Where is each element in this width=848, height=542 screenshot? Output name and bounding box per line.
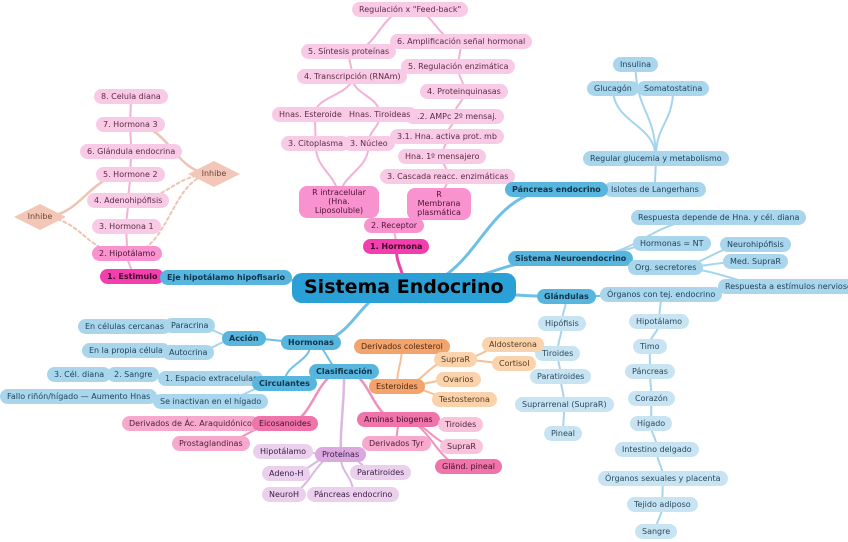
node-receptor[interactable]: 2. Receptor	[364, 218, 425, 233]
node-ovarios[interactable]: Ovarios	[436, 372, 481, 387]
node-esteroides[interactable]: Esteroides	[369, 379, 425, 394]
node-islotes-langerhans[interactable]: Islotes de Langerhans	[604, 182, 706, 197]
node-neuro-h[interactable]: NeuroH	[262, 487, 306, 502]
node-suprar-amina[interactable]: SupraR	[440, 439, 483, 454]
node-amplificacion[interactable]: 6. Amplificación señal hormonal	[390, 34, 533, 49]
node-tiroides-amina[interactable]: Tiroides	[438, 417, 484, 432]
node-paratiroides[interactable]: Paratiroides	[530, 369, 592, 384]
node-aldosterona[interactable]: Aldosterona	[482, 337, 544, 352]
node-hna-activa-prot[interactable]: 3.1. Hna. activa prot. mb	[390, 129, 504, 144]
node-feedback[interactable]: Regulación x "Feed-back"	[352, 2, 469, 17]
node-suprarrenal[interactable]: Suprarrenal (SupraR)	[515, 397, 614, 412]
node-hnas-esteroideas[interactable]: Hnas. Esteroideas	[272, 107, 358, 122]
node-pancreas-endocrino-prot[interactable]: Páncreas endocrino	[307, 487, 400, 502]
node-derivados-araquidonico[interactable]: Derivados de Ác. Araquidónico	[122, 416, 259, 431]
node-cascada[interactable]: 3. Cascada reacc. enzimáticas	[380, 169, 516, 184]
node-accion[interactable]: Acción	[222, 331, 266, 346]
node-r-membrana[interactable]: R Membrana plasmática	[407, 188, 471, 220]
node-adenohipofisis[interactable]: 4. Adenohipófisis	[87, 193, 170, 208]
node-circulantes[interactable]: Circulantes	[252, 376, 317, 391]
node-hipotalamo[interactable]: Hipotálamo	[629, 314, 690, 329]
edge-regular-glucemia--somatostatina	[654, 87, 675, 160]
node-ampc[interactable]: 3.2. AMPc 2º mensaj.	[405, 109, 504, 124]
node-hormona-1-eje[interactable]: 3. Hormona 1	[92, 219, 161, 234]
node-hormona-3[interactable]: 7. Hormona 3	[96, 117, 165, 132]
node-hipotalamo-prot[interactable]: Hipotálamo	[253, 444, 314, 459]
node-adeno-h[interactable]: Adeno-H	[262, 466, 311, 481]
node-med-suprar[interactable]: Med. SupraR	[723, 254, 788, 269]
node-cortisol[interactable]: Cortisol	[492, 356, 537, 371]
node-sintesis-proteinas[interactable]: 5. Síntesis proteínas	[301, 44, 397, 59]
node-eje-hipotalamo-hipofisario[interactable]: Eje hipotálamo hipofisario	[160, 270, 292, 285]
node-neurohipofisis[interactable]: Neurohipófisis	[720, 237, 791, 252]
node-prostaglandinas[interactable]: Prostaglandinas	[172, 436, 250, 451]
node-respuesta-estimulos[interactable]: Respuesta a estímulos nerviosos	[718, 279, 848, 294]
node-espacio-extracelular[interactable]: 1. Espacio extracelular	[158, 371, 264, 386]
node-pancreas[interactable]: Páncreas	[625, 364, 675, 379]
node-transcripcion[interactable]: 4. Transcripción (RNAm)	[297, 69, 408, 84]
node-higado[interactable]: Hígado	[630, 416, 673, 431]
node-derivados-colesterol[interactable]: Derivados colesterol	[354, 339, 450, 354]
node-se-inactivan[interactable]: Se inactivan en el hígado	[153, 394, 269, 409]
node-suprar-esteroides[interactable]: SupraR	[434, 352, 477, 367]
node-paratiroides-prot[interactable]: Paratiroides	[350, 465, 412, 480]
node-tejido-adiposo[interactable]: Tejido adiposo	[627, 497, 698, 512]
node-sangre-organo[interactable]: Sangre	[635, 524, 678, 539]
node-intestino-delgado[interactable]: Intestino delgado	[615, 442, 699, 457]
node-glandulas[interactable]: Glándulas	[537, 289, 596, 304]
node-fallo-rinon[interactable]: Fallo riñón/hígado — Aumento Hnas	[0, 389, 158, 404]
edge-inhibe-der--hipotalamo-eje	[126, 173, 215, 255]
node-hnas-tiroideas[interactable]: Hnas. Tiroideas	[342, 107, 418, 122]
node-clasificacion[interactable]: Clasificación	[309, 364, 380, 379]
node-glandula-endocrina[interactable]: 6. Glándula endocrina	[80, 144, 183, 159]
edge-clasificacion--proteinas	[339, 370, 346, 456]
node-org-secretores[interactable]: Org. secretores	[628, 260, 704, 275]
node-organos-tej-endocrino[interactable]: Órganos con tej. endocrino	[600, 287, 723, 302]
node-hipofisis[interactable]: Hipófisis	[538, 316, 586, 331]
node-hormonas-nt[interactable]: Hormonas = NT	[633, 236, 711, 251]
node-r-intracelular[interactable]: R intracelular (Hna. Liposoluble)	[299, 186, 379, 218]
node-somatostatina[interactable]: Somatostatina	[637, 81, 710, 96]
node-sistema-neuroendocrino[interactable]: Sistema Neuroendocrino	[508, 251, 634, 266]
node-pineal[interactable]: Pineal	[544, 426, 582, 441]
node-testosterona[interactable]: Testosterona	[432, 392, 497, 407]
node-regulacion-enzimatica[interactable]: 5. Regulación enzimática	[401, 59, 516, 74]
node-cel-diana[interactable]: 3. Cél. diana	[47, 367, 112, 382]
node-gland-pineal[interactable]: Gländ. pineal	[435, 459, 502, 474]
node-en-celulas-cercanas[interactable]: En células cercanas	[78, 319, 171, 334]
node-hormone-2[interactable]: 5. Hormone 2	[96, 167, 165, 182]
node-insulina[interactable]: Insulina	[613, 57, 659, 72]
node-derivados-tyr[interactable]: Derivados Tyr	[362, 436, 431, 451]
node-autocrina[interactable]: Autocrina	[162, 345, 215, 360]
node-en-propia-celula[interactable]: En la propia célula	[82, 343, 170, 358]
node-nucleo[interactable]: 3. Núcleo	[343, 136, 395, 151]
node-citoplasma[interactable]: 3. Citoplasma	[281, 136, 351, 151]
node-timo[interactable]: Timo	[633, 339, 667, 354]
node-regular-glucemia[interactable]: Regular glucemia y metabolismo	[583, 151, 729, 166]
node-proteinquinasas[interactable]: 4. Proteinquinasas	[420, 84, 508, 99]
node-pancreas-endocrino[interactable]: Páncreas endocrino	[505, 182, 608, 197]
node-estimulo[interactable]: 1. Estimulo	[100, 269, 165, 284]
node-organos-sexuales[interactable]: Órganos sexuales y placenta	[598, 471, 728, 486]
edge-regular-glucemia--insulina	[634, 63, 657, 160]
node-corazon[interactable]: Corazón	[628, 391, 675, 406]
node-hormona-1[interactable]: 1. Hormona	[363, 239, 430, 254]
node-celula-diana[interactable]: 8. Celula diana	[94, 89, 168, 104]
node-respuesta-depende[interactable]: Respuesta depende de Hna. y cél. diana	[631, 210, 807, 225]
node-tiroides[interactable]: Tiroides	[535, 346, 581, 361]
node-aminas-biogenas[interactable]: Aminas biogenas	[357, 412, 440, 427]
node-glucagon[interactable]: Glucagón	[587, 81, 639, 96]
node-proteinas[interactable]: Proteínas	[315, 447, 367, 462]
node-hna-primer-mensajero[interactable]: Hna. 1º mensajero	[398, 149, 487, 164]
edge-regular-glucemia--glucagon	[611, 87, 657, 160]
node-eicosanoides[interactable]: Eicosanoides	[252, 416, 318, 431]
node-sistema-endocrino[interactable]: Sistema Endocrino	[292, 273, 516, 303]
node-sangre[interactable]: 2. Sangre	[107, 367, 160, 382]
node-paracrina[interactable]: Paracrina	[164, 318, 216, 333]
node-hormonas[interactable]: Hormonas	[281, 335, 341, 350]
node-hipotalamo-eje[interactable]: 2. Hipotálamo	[92, 246, 163, 261]
